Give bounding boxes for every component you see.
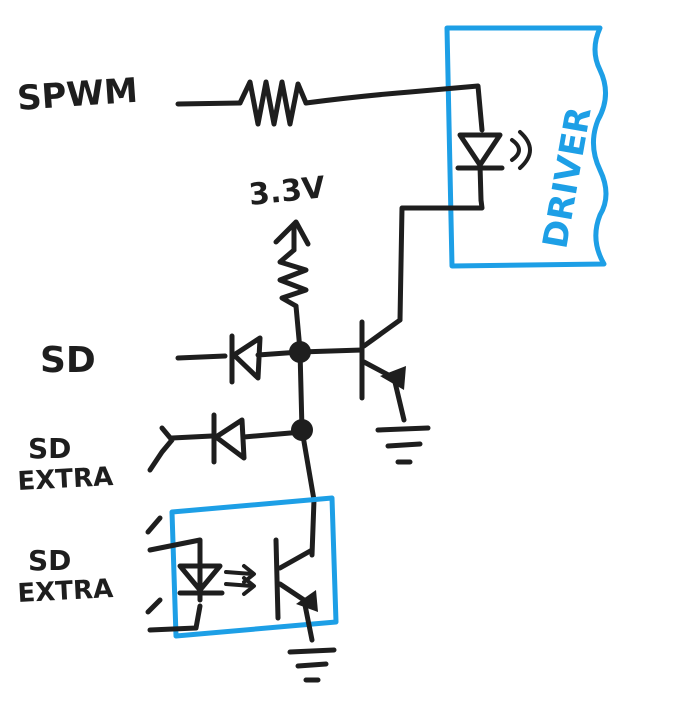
spwm-wire: [175, 100, 243, 107]
driver-block-outline: [444, 25, 609, 269]
ground-symbol-1: [375, 425, 431, 465]
opto-led-emission-icon: [224, 564, 256, 596]
sd-extra-diode: [211, 412, 305, 465]
driver-led-emission-icon: [510, 130, 532, 170]
driver-output-wire: [397, 197, 485, 323]
sd-diode: [229, 333, 303, 385]
opto-transistor-base-bar: [273, 537, 281, 621]
spwm-wire-to-driver: [303, 83, 485, 133]
sd-extra-2-input-wires: [145, 515, 203, 633]
transistor-collector: [361, 317, 403, 349]
label-3v3: 3.3V: [247, 170, 327, 213]
sd-extra-wire: [147, 425, 215, 473]
label-sd-extra-1-bottom: EXTRA: [17, 462, 114, 497]
label-sd-extra-2-top: SD: [28, 544, 71, 577]
ground-symbol-2: [287, 647, 337, 683]
transistor-emitter-arrow-icon: [380, 366, 406, 390]
opto-transistor-collector: [277, 547, 315, 571]
label-driver: DRIVER: [535, 104, 599, 252]
supply-arrow-icon: [273, 219, 311, 253]
label-spwm: SPWM: [16, 71, 139, 119]
label-sd-extra-2-bottom: EXTRA: [17, 574, 114, 609]
pullup-resistor: [277, 247, 309, 309]
label-sd-extra-1-top: SD: [28, 432, 71, 465]
label-sd: SD: [40, 340, 96, 381]
opto-transistor-emitter: [277, 581, 315, 643]
driver-led-diode: [455, 132, 505, 203]
optocoupler-block-outline: [169, 495, 339, 639]
opto-emitter-arrow-icon: [296, 590, 318, 612]
opto-led-diode: [177, 563, 225, 596]
spwm-resistor: [237, 79, 309, 127]
sd-wire: [175, 353, 228, 361]
transistor-base-wire: [297, 347, 365, 355]
